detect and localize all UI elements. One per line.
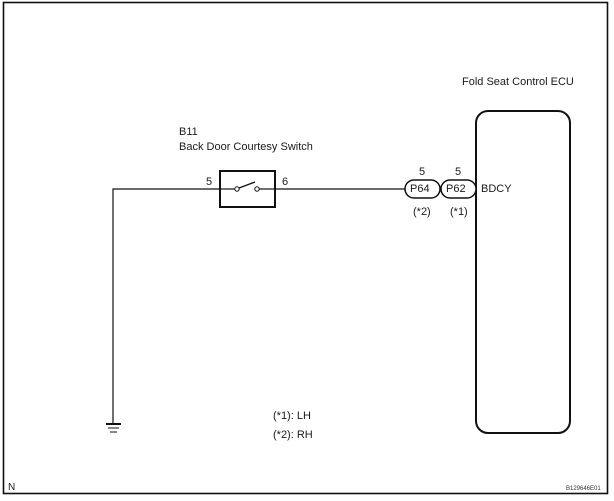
connector-p62-label: P62 <box>446 183 466 195</box>
legend-rh: (*2): RH <box>273 429 313 441</box>
switch-pin-left: 5 <box>206 176 213 188</box>
switch-name: Back Door Courtesy Switch <box>179 141 313 153</box>
connector-p64-note: (*2) <box>413 206 431 218</box>
switch-pin-right: 6 <box>282 176 289 188</box>
connector-p64[interactable] <box>404 179 441 199</box>
connector-p62[interactable] <box>440 179 477 199</box>
connector-p64-label: P64 <box>410 183 430 195</box>
ecu-box[interactable] <box>475 110 571 434</box>
switch-code: B11 <box>179 126 198 138</box>
diagram-frame <box>2 1 609 495</box>
connector-p62-note: (*1) <box>450 206 468 218</box>
connector-p64-pin: 5 <box>419 166 426 178</box>
legend-lh: (*1): LH <box>273 410 311 422</box>
wire-switch-to-ground <box>112 188 220 424</box>
ground-icon <box>106 423 121 433</box>
ecu-terminal-label: BDCY <box>481 183 512 195</box>
footer-left-mark: N <box>8 482 16 493</box>
figure-code: B129646E01 <box>566 486 601 492</box>
switch-contact-icon <box>220 181 275 192</box>
connector-p62-pin: 5 <box>455 166 462 178</box>
ecu-title: Fold Seat Control ECU <box>462 76 574 88</box>
